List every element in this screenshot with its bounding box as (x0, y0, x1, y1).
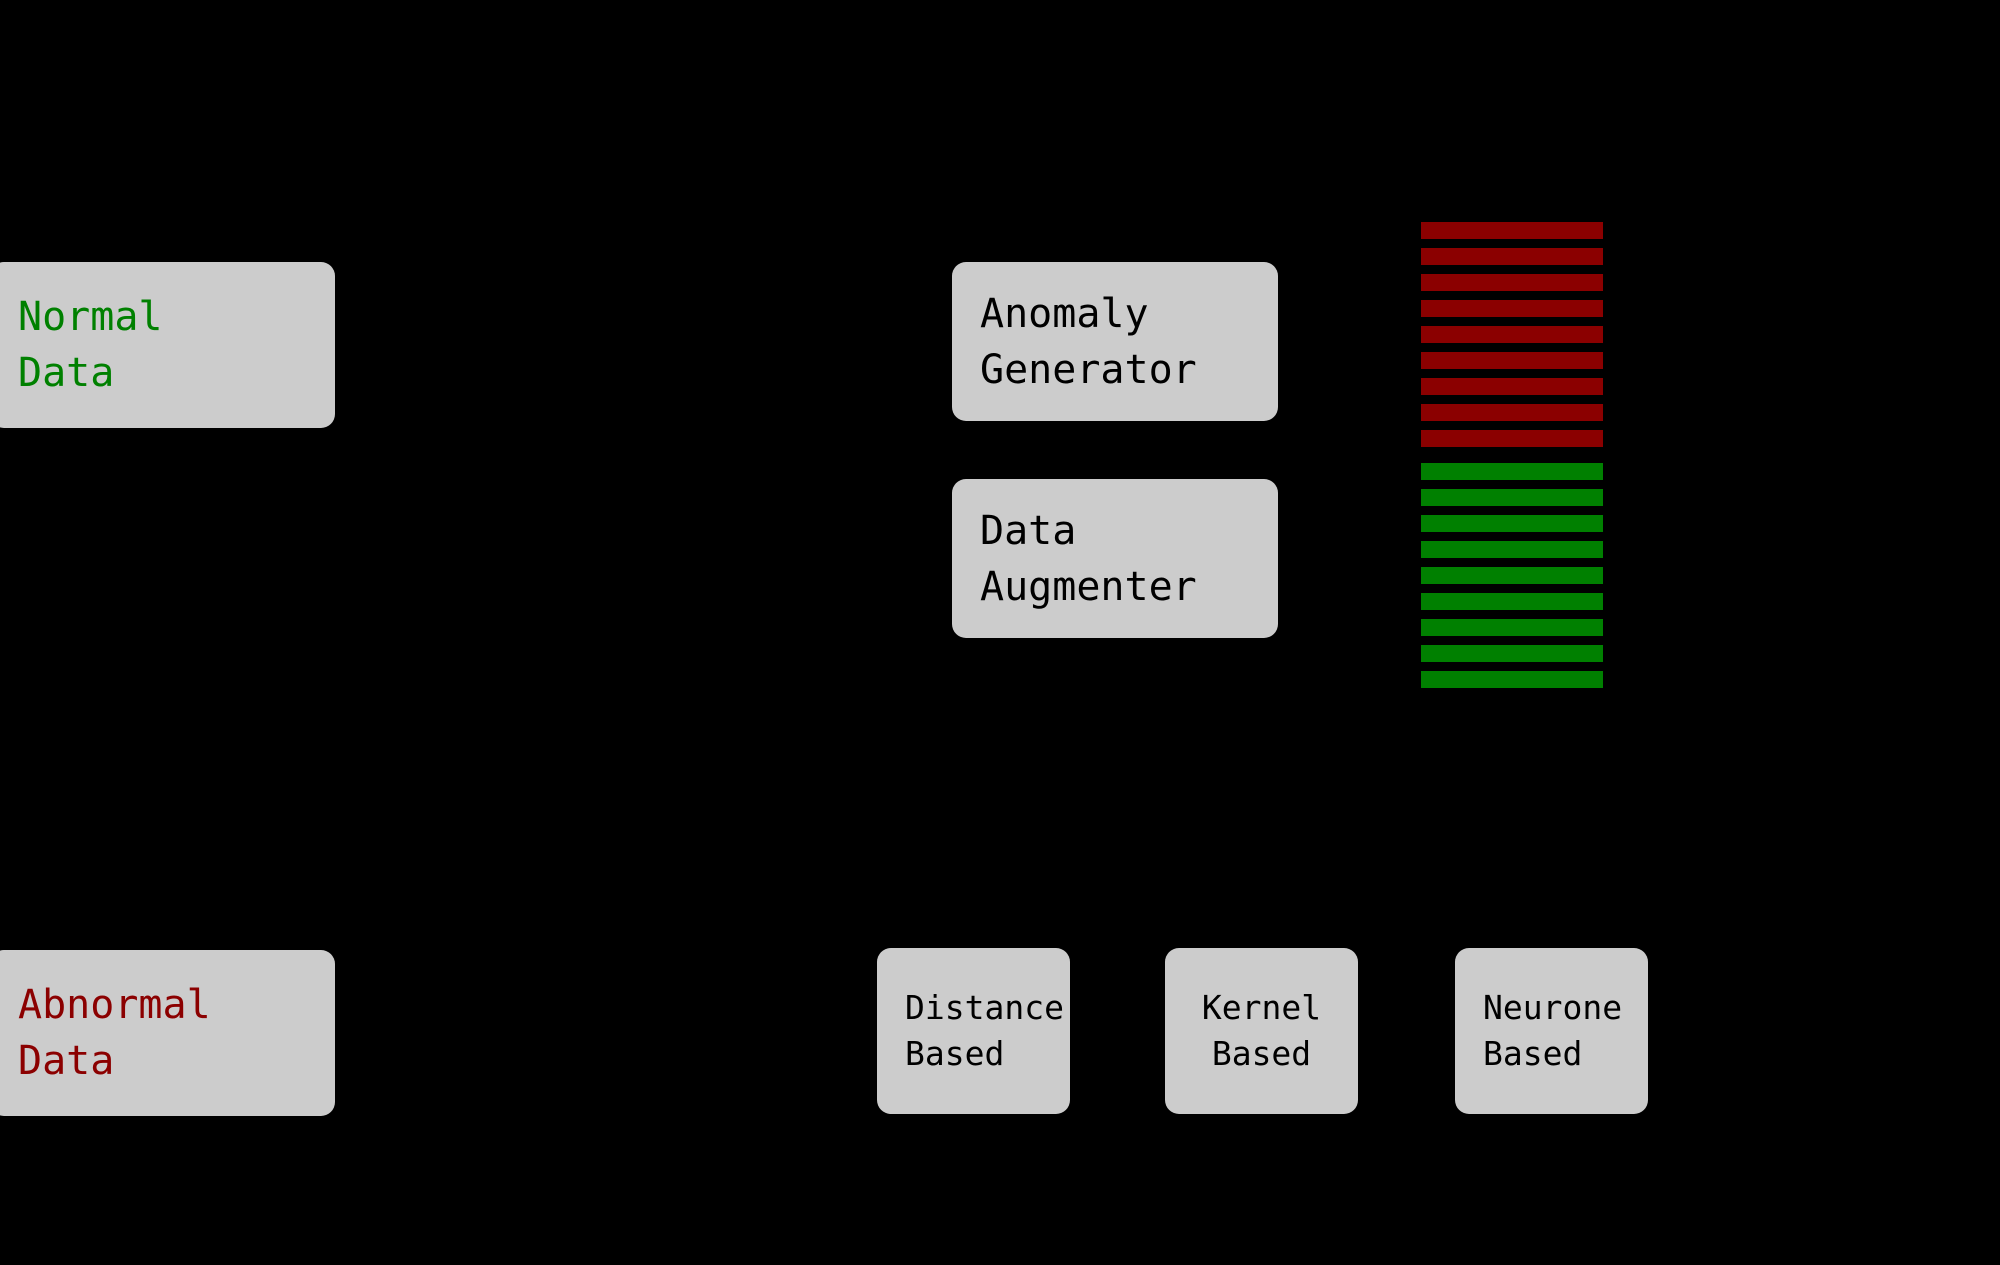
data-strip-bar-anomalous (1421, 222, 1603, 239)
node-data-augmenter[interactable]: Data Augmenter (952, 479, 1278, 638)
node-detector-neurone-based-line2: Based (1483, 1034, 1583, 1073)
data-strip-bar-normal (1421, 567, 1603, 584)
node-abnormal-data[interactable]: Abnormal Data (0, 950, 335, 1116)
node-normal-data[interactable]: Normal Data (0, 262, 335, 428)
node-detector-neurone-based[interactable]: Neurone Based (1455, 948, 1648, 1114)
generated-data-strip (1421, 216, 1603, 688)
node-anomaly-generator-line1: Anomaly (980, 290, 1149, 337)
data-strip-bar-anomalous (1421, 378, 1603, 395)
node-detector-kernel-based-line1: Kernel (1201, 988, 1322, 1027)
data-strip-bar-anomalous (1421, 300, 1603, 317)
data-strip-bar-normal (1421, 541, 1603, 558)
data-strip-bar-anomalous (1421, 404, 1603, 421)
node-abnormal-data-line2: Data (18, 1038, 115, 1084)
data-strip-bar-anomalous (1421, 352, 1603, 369)
data-strip-bar-normal (1421, 463, 1603, 480)
node-normal-data-line2: Data (18, 350, 115, 396)
node-normal-data-line1: Normal (18, 294, 163, 340)
node-detector-distance-based-line2: Based (905, 1034, 1005, 1073)
node-data-augmenter-line1: Data (980, 507, 1077, 554)
data-strip-bar-anomalous (1421, 326, 1603, 343)
node-anomaly-generator-line2: Generator (980, 346, 1197, 393)
data-strip-bar-anomalous (1421, 248, 1603, 265)
node-detector-distance-based-line1: Distance (905, 988, 1064, 1027)
data-strip-bar-normal (1421, 593, 1603, 610)
node-anomaly-generator[interactable]: Anomaly Generator (952, 262, 1278, 421)
data-strip-bar-anomalous (1421, 430, 1603, 447)
node-detector-kernel-based[interactable]: Kernel Based (1165, 948, 1358, 1114)
data-strip-bar-anomalous (1421, 274, 1603, 291)
data-strip-bar-normal (1421, 489, 1603, 506)
node-detector-kernel-based-line2: Based (1211, 1034, 1312, 1073)
node-detector-distance-based[interactable]: Distance Based (877, 948, 1070, 1114)
data-strip-bar-normal (1421, 645, 1603, 662)
node-data-augmenter-line2: Augmenter (980, 563, 1197, 610)
data-strip-bar-normal (1421, 515, 1603, 532)
node-abnormal-data-line1: Abnormal (18, 982, 211, 1028)
data-strip-bar-normal (1421, 671, 1603, 688)
node-detector-neurone-based-line1: Neurone (1483, 988, 1623, 1027)
data-strip-bar-normal (1421, 619, 1603, 636)
